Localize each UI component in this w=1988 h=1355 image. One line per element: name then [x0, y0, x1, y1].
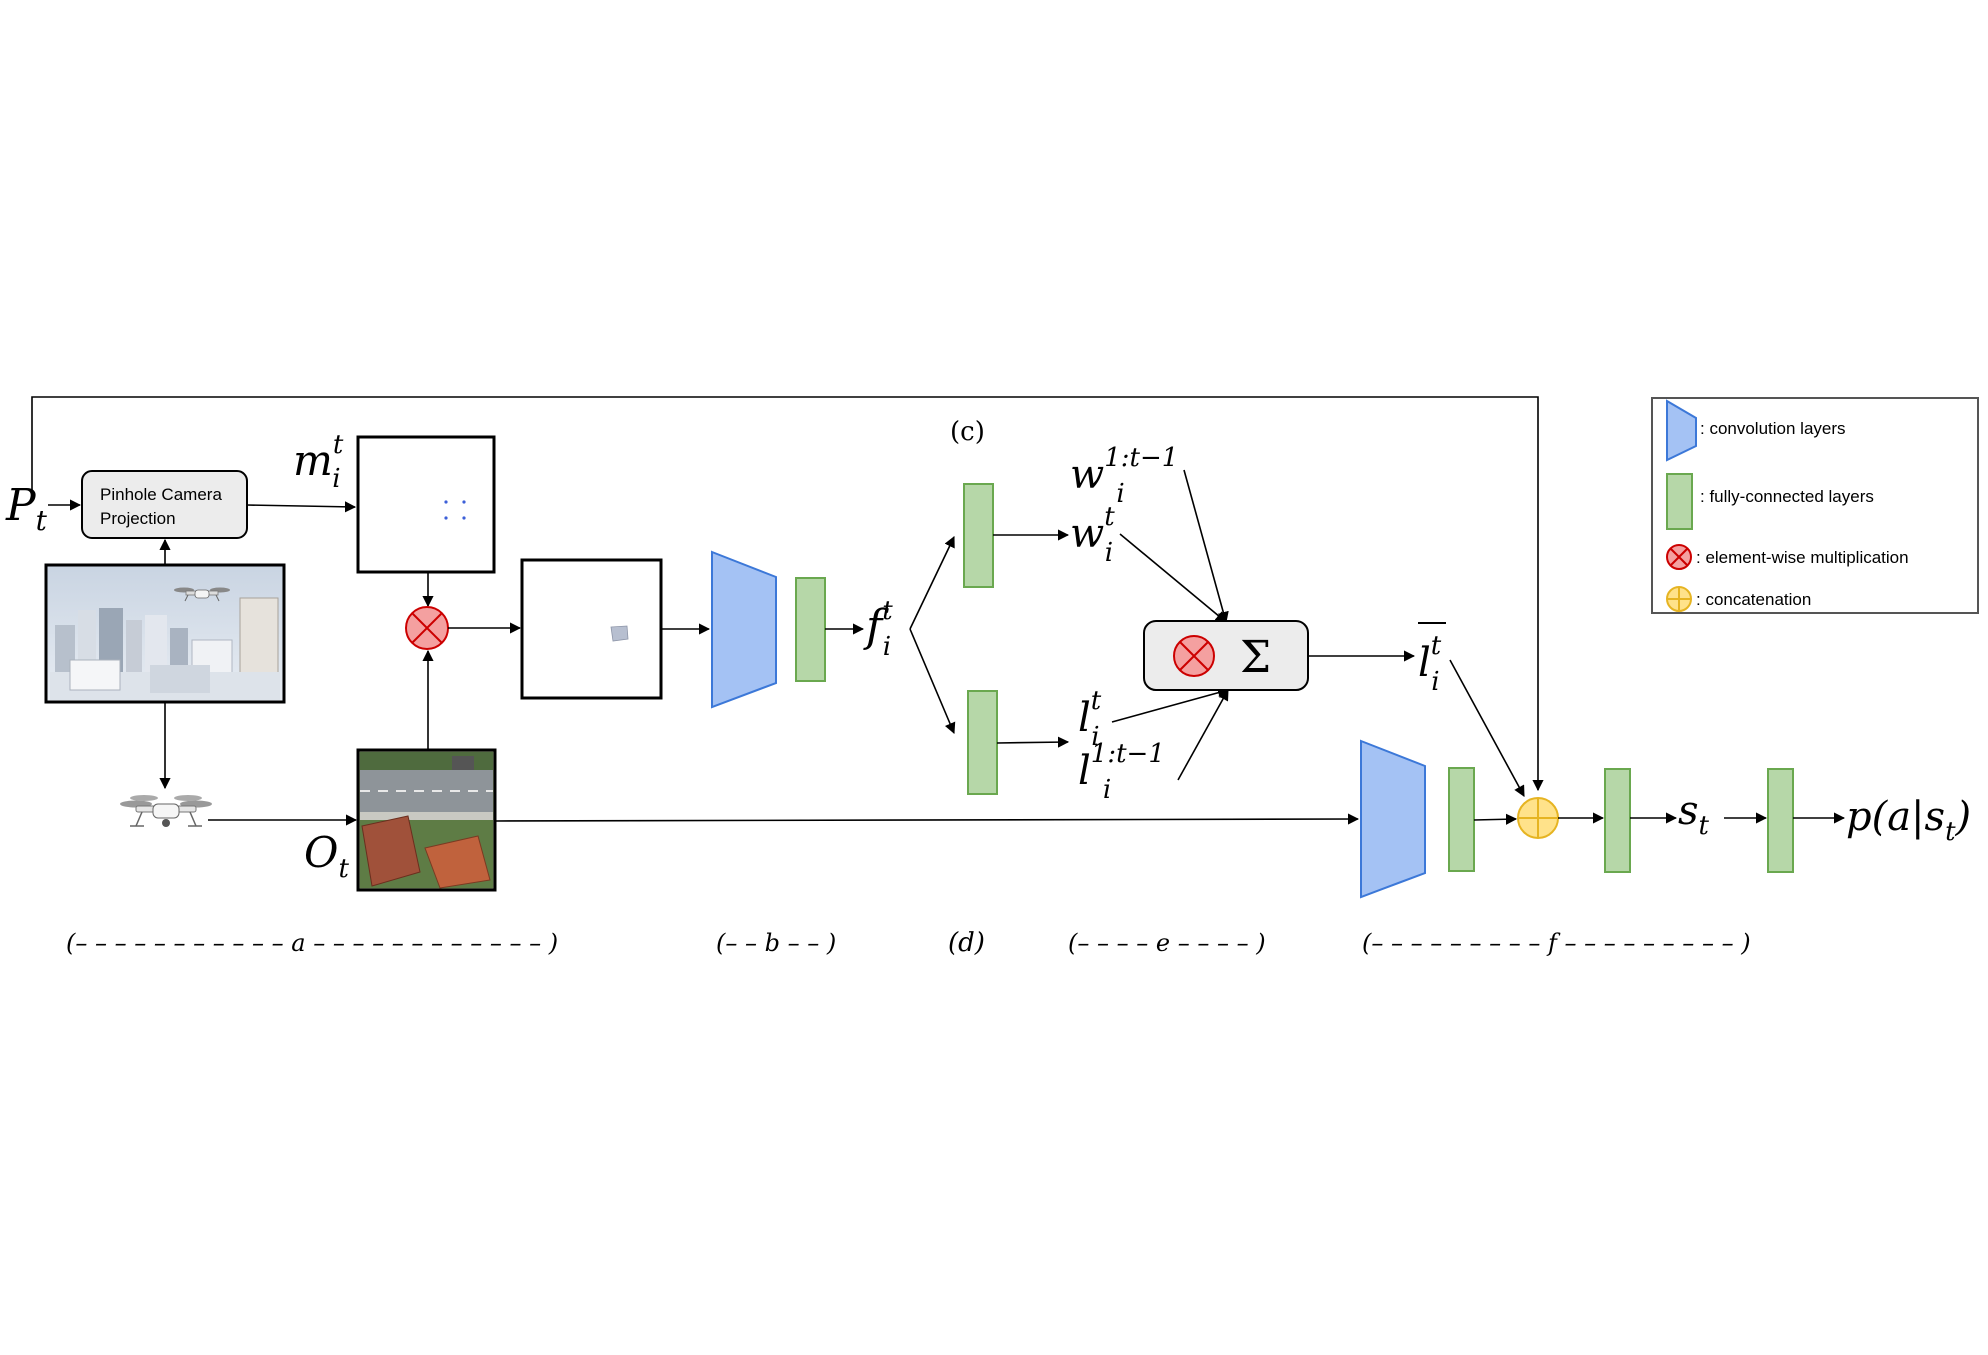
drone-icon [120, 795, 212, 827]
fc-layer-f1 [1448, 767, 1475, 872]
w-history-to-sum [1183, 469, 1229, 624]
mask-image [356, 435, 496, 574]
f-to-d-branch [909, 628, 956, 735]
lbar-to-concat-arrow [1449, 659, 1525, 797]
observation-to-conv-f-arrow [494, 813, 1360, 825]
legend-conv-icon [1666, 399, 1697, 462]
section-b-label: (– – b – – ) [716, 929, 836, 957]
fc-layer-f2 [1604, 768, 1631, 873]
drone-icon-small [174, 587, 230, 602]
fc-layer-b [795, 577, 826, 682]
pinhole-camera-box: Pinhole Camera Projection [81, 470, 248, 539]
legend-conv-text: : convolution layers [1700, 419, 1846, 438]
d-branch-label: (d) [948, 928, 985, 958]
pinhole-to-mask-arrow [246, 501, 357, 513]
legend: : convolution layers : fully-connected l… [1651, 397, 1979, 614]
conv-layer-f [1360, 739, 1426, 899]
fc-f1-to-concat-arrow [1473, 813, 1518, 825]
legend-concat-text: : concatenation [1696, 590, 1811, 609]
p-t-label: Pt [5, 480, 48, 537]
svg-text:lti: lti [1418, 631, 1442, 697]
s-t-label: st [1678, 788, 1710, 841]
masked-observation-image [520, 558, 663, 700]
policy-output-label: p(a|st) [1846, 794, 1971, 847]
element-wise-multiplication-node [405, 606, 449, 650]
fc-d-to-l-arrow [996, 736, 1070, 748]
multiplication-icon [1173, 635, 1215, 677]
w-current-to-sum [1119, 533, 1227, 623]
aerial-observation-image [356, 748, 497, 892]
c-branch-label: (c) [950, 417, 985, 447]
legend-mult-icon [1666, 544, 1692, 570]
weighted-sum-box: Σ [1143, 620, 1309, 691]
sum-symbol: Σ [1240, 632, 1271, 683]
legend-fc-text: : fully-connected layers [1700, 487, 1874, 506]
pt-feedback-line [31, 396, 1544, 792]
legend-concat-icon [1666, 586, 1692, 612]
pinhole-line1: Pinhole Camera [100, 485, 222, 504]
legend-mult-text: : element-wise multiplication [1696, 548, 1909, 567]
section-a-label: (– – – – – – – – – – – a – – – – – – – –… [66, 929, 558, 957]
fc-layer-c [963, 483, 994, 588]
legend-fc-icon [1666, 473, 1693, 530]
concatenation-node [1517, 797, 1559, 839]
section-e-label: (– – – – e – – – – ) [1068, 929, 1266, 957]
fc-layer-d [967, 690, 998, 795]
l-history-to-sum [1177, 689, 1229, 781]
o-t-label: Ot [304, 828, 349, 884]
pinhole-line2: Projection [100, 509, 176, 528]
city-scene-image [44, 563, 286, 704]
conv-layer-b [711, 550, 777, 709]
l-current-to-sum [1111, 687, 1230, 723]
f-to-c-branch [909, 535, 955, 630]
section-f-label: (– – – – – – – – – f – – – – – – – – – ) [1362, 929, 1751, 957]
fc-layer-f3 [1767, 768, 1794, 873]
